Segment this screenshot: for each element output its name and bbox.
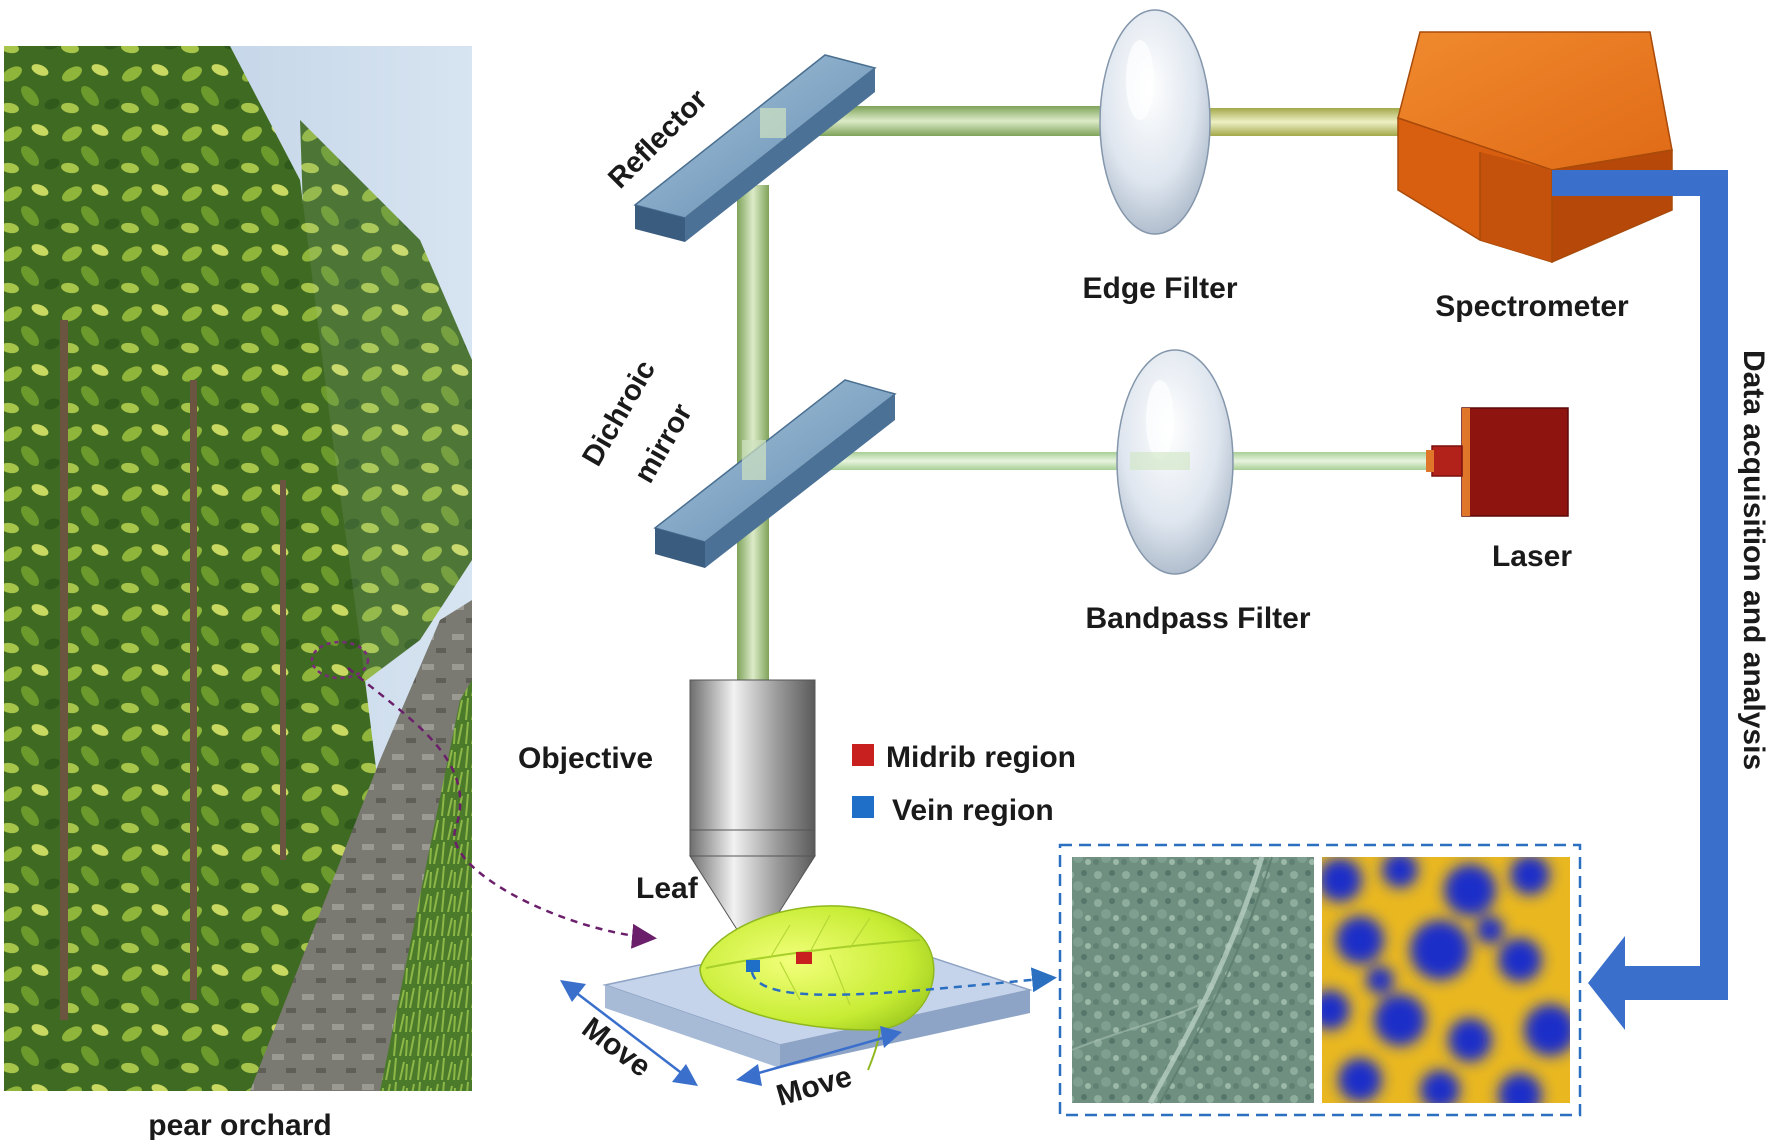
leaf-to-image-arrow	[750, 967, 1057, 996]
leaf-micrograph	[1071, 856, 1314, 1105]
vein-region-marker	[746, 960, 760, 972]
laser-label: Laser	[1492, 540, 1572, 573]
midrib-legend-label: Midrib region	[886, 741, 1076, 774]
spectrometer-label: Spectrometer	[1435, 290, 1629, 323]
raman-heatmap	[1322, 857, 1570, 1103]
data-flow-arrow	[1552, 170, 1728, 1030]
edge-filter-label: Edge Filter	[1082, 272, 1237, 305]
leaf-sample	[699, 905, 935, 1071]
stage-move-arrow-left	[560, 980, 698, 1086]
bandpass-filter-lens	[1116, 349, 1234, 575]
data-flow-label: Data acquisition and analysis	[1737, 350, 1770, 770]
spectrometer-box	[1397, 31, 1673, 264]
objective-lens	[689, 679, 816, 1021]
reflector-mirror	[633, 54, 877, 242]
vein-legend-label: Vein region	[892, 794, 1054, 827]
leaf-label: Leaf	[636, 872, 699, 905]
photo-caption: pear orchard	[148, 1109, 331, 1140]
bandpass-filter-label: Bandpass Filter	[1085, 602, 1310, 635]
dichroic-mirror	[653, 379, 897, 568]
stage-move-arrow-right	[736, 1026, 902, 1086]
vein-legend-swatch	[852, 796, 874, 818]
edge-filter-lens	[1099, 9, 1211, 235]
midrib-region-marker	[796, 952, 812, 964]
objective-label: Objective	[518, 742, 653, 775]
imaging-results-panel	[1058, 843, 1582, 1117]
pear-orchard-photo	[4, 46, 472, 1091]
dichroic-label-line2: mirror	[628, 399, 698, 489]
move-label-right: Move	[773, 1060, 856, 1113]
midrib-legend-swatch	[852, 744, 874, 766]
photo-to-leaf-arrow	[347, 667, 657, 949]
region-legend: Midrib region Vein region	[852, 741, 1076, 827]
laser-box	[1426, 407, 1569, 517]
